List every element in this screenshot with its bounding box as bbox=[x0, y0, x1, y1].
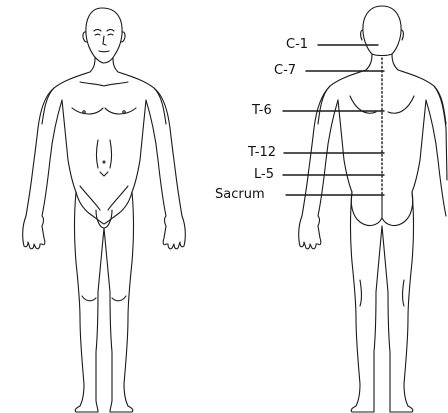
front-figure bbox=[23, 8, 186, 412]
back-figure bbox=[299, 6, 447, 412]
label-c7: C-7 bbox=[274, 64, 296, 77]
label-l5: L-5 bbox=[254, 168, 274, 181]
label-t12: T-12 bbox=[248, 146, 276, 159]
label-sacrum: Sacrum bbox=[215, 188, 265, 201]
label-c1: C-1 bbox=[286, 38, 308, 51]
label-leaders bbox=[283, 45, 384, 195]
label-t6: T-6 bbox=[252, 104, 272, 117]
